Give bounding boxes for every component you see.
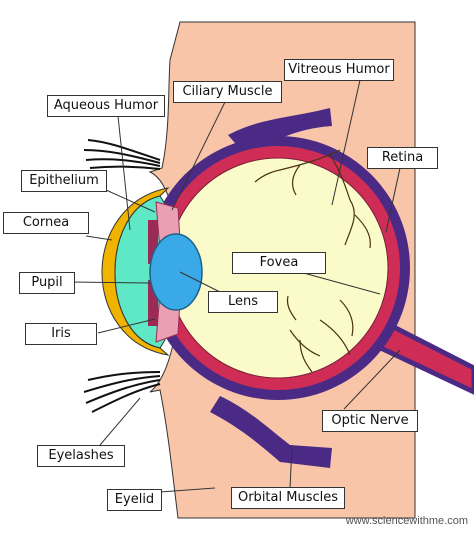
label-optic-nerve: Optic Nerve bbox=[322, 410, 418, 432]
label-aqueous-humor: Aqueous Humor bbox=[47, 95, 165, 117]
label-ciliary-muscle: Ciliary Muscle bbox=[173, 81, 282, 103]
label-retina: Retina bbox=[367, 147, 438, 169]
label-cornea: Cornea bbox=[3, 212, 89, 234]
label-pupil: Pupil bbox=[19, 272, 75, 294]
iris-bottom bbox=[148, 280, 158, 326]
site-credit: www.sciencewithme.com bbox=[345, 515, 468, 527]
label-eyelid: Eyelid bbox=[107, 489, 162, 511]
label-vitreous-humor: Vitreous Humor bbox=[284, 59, 394, 81]
label-orbital-muscles: Orbital Muscles bbox=[231, 487, 345, 509]
label-lens: Lens bbox=[208, 291, 278, 313]
orbital-muscle-bottom bbox=[210, 396, 332, 468]
retinal-veins bbox=[254, 149, 371, 373]
label-eyelashes: Eyelashes bbox=[37, 445, 125, 467]
iris-top bbox=[148, 220, 158, 264]
label-fovea: Fovea bbox=[232, 252, 326, 274]
lens-shape bbox=[149, 233, 203, 311]
eyelashes-lower bbox=[83, 371, 161, 413]
leader-lines bbox=[71, 79, 401, 493]
label-epithelium: Epithelium bbox=[21, 170, 107, 192]
label-iris: Iris bbox=[25, 323, 97, 345]
